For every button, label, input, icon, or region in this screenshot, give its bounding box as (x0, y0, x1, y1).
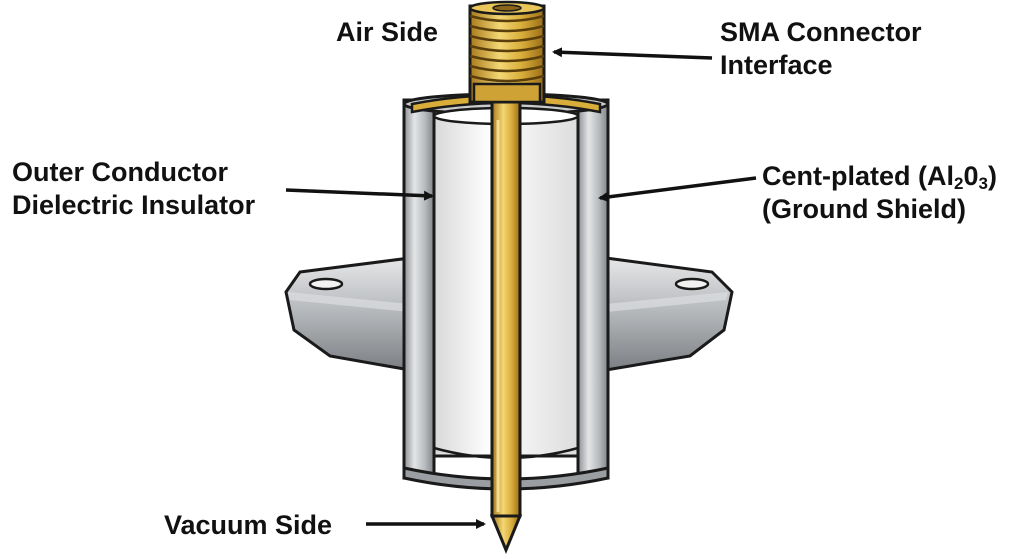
label-vacuum-side: Vacuum Side (164, 509, 332, 542)
center-pin (489, 94, 523, 554)
label-air-side: Air Side (336, 16, 438, 49)
cent-mid: 0 (963, 161, 979, 191)
cent-line-1: Cent-plated (Al203) (762, 160, 997, 193)
cent-sub-2: 3 (978, 174, 988, 193)
vacuum-side-text: Vacuum Side (164, 510, 333, 540)
cent-sub-1: 2 (954, 174, 964, 193)
arrow-outer (285, 188, 434, 201)
outer-line-1: Outer Conductor (12, 157, 228, 187)
flange-bolt-hole-right (674, 277, 710, 291)
arrow-sma (552, 47, 713, 60)
outer-line-2: Dielectric Insulator (12, 190, 256, 220)
cent-pre: Cent-plated (Al (762, 161, 954, 191)
sma-line-2: Interface (720, 50, 833, 80)
arrow-cent (598, 176, 757, 202)
sma-line-1: SMA Connector (720, 17, 922, 47)
sma-connector (468, 0, 546, 104)
label-sma-connector: SMA Connector Interface (720, 16, 922, 82)
cent-post: ) (987, 161, 997, 191)
outer-body-shield (402, 92, 610, 491)
label-outer-conductor: Outer Conductor Dielectric Insulator (12, 156, 255, 222)
label-cent-plated: Cent-plated (Al203) (Ground Shield) (762, 160, 997, 226)
flange-bolt-hole-left (308, 277, 344, 291)
cent-line-2: (Ground Shield) (762, 194, 966, 224)
air-side-text: Air Side (336, 17, 439, 47)
